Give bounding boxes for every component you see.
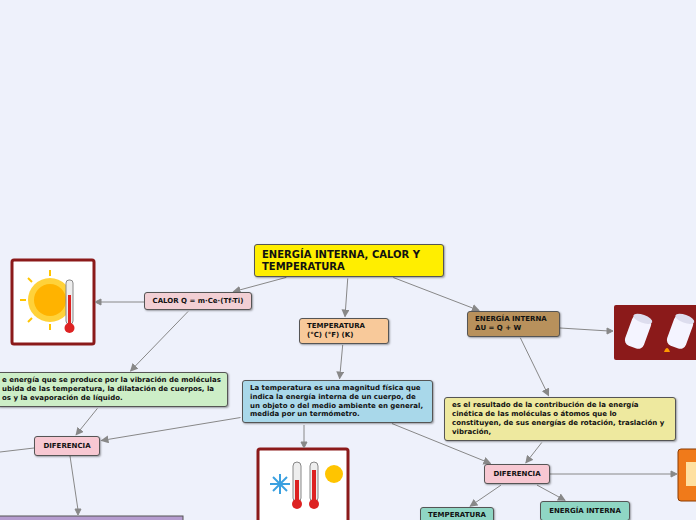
topic-box: ENERGÍA INTERNA ΔU = Q + W [467, 311, 560, 337]
thermometers-picture [258, 449, 348, 520]
description-box: La temperatura es una magnitud física qu… [242, 380, 433, 423]
formula-box: CALOR Q = m·Ce·(Tf-Ti) [144, 292, 252, 310]
node-text: DIFERENCIA [487, 470, 547, 478]
root-topic: ENERGÍA INTERNA, CALOR Y TEMPERATURA [254, 244, 444, 277]
compare-box: TEMPERATURA [420, 507, 494, 520]
sun-thermometer-picture [12, 260, 94, 344]
node-text: es el resultado de la contribución de la… [452, 401, 668, 437]
connector [131, 311, 188, 370]
topic-box: TEMPERATURA (°C) (°F) (K) [299, 318, 389, 344]
description-box: es el resultado de la contribución de la… [444, 397, 676, 441]
node-text: ENERGÍA INTERNA [543, 507, 627, 515]
connector [393, 278, 479, 311]
orange-picture [678, 449, 696, 501]
connector [234, 277, 287, 291]
node-text: ENERGÍA INTERNA, CALOR Y TEMPERATURA [262, 249, 436, 272]
connector [470, 485, 501, 506]
cut-box [0, 516, 183, 520]
difference-box: DIFERENCIA [34, 436, 100, 456]
connector [526, 443, 542, 463]
cylinders-picture [614, 305, 696, 360]
connector [340, 345, 343, 379]
node-text: TEMPERATURA [423, 511, 491, 519]
compare-box: ENERGÍA INTERNA [540, 501, 630, 520]
connector [101, 418, 240, 441]
description-box: e energía que se produce por la vibració… [0, 372, 228, 407]
node-text: La temperatura es una magnitud física qu… [250, 384, 425, 419]
connector [520, 338, 548, 396]
connector [537, 485, 565, 500]
connector [345, 278, 348, 316]
node-text: ENERGÍA INTERNA ΔU = Q + W [475, 315, 552, 333]
node-text: CALOR Q = m·Ce·(Tf-Ti) [148, 297, 248, 305]
node-text: e energía que se produce por la vibració… [2, 376, 223, 403]
difference-box: DIFERENCIA [484, 464, 550, 484]
connector [76, 408, 97, 434]
node-text: TEMPERATURA (°C) (°F) (K) [307, 322, 381, 340]
node-text: DIFERENCIA [37, 442, 97, 450]
